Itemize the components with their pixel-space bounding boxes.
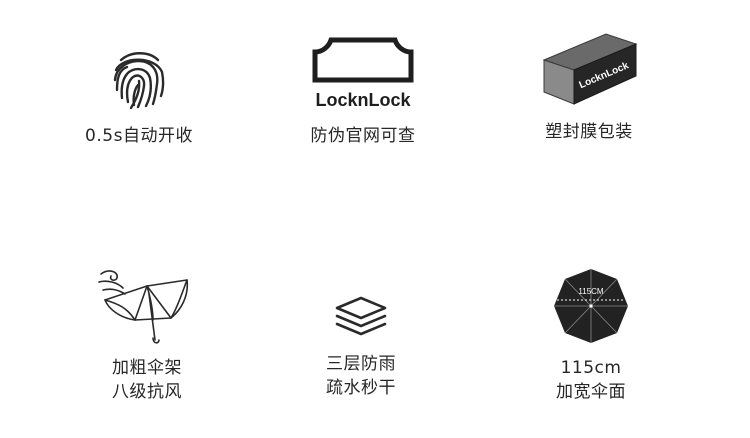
- feature-label: 115cm 加宽伞面: [556, 358, 626, 402]
- svg-text:115CM: 115CM: [578, 287, 604, 296]
- feature-packaging: LocknLock 塑封膜包装: [464, 30, 714, 144]
- fingerprint-icon: [113, 52, 165, 110]
- umbrella-wind-icon: [98, 270, 189, 344]
- feature-label: 塑封膜包装: [545, 122, 633, 142]
- umbrella-top-icon: 115CM: [554, 269, 628, 343]
- layers-icon: [335, 296, 387, 336]
- locknlock-logo: LocknLock: [312, 37, 414, 110]
- feature-waterproof-layers: 三层防雨 疏水秒干: [236, 294, 486, 400]
- feature-label: 防伪官网可查: [310, 126, 416, 146]
- feature-wind-resistance: 加粗伞架 八级抗风: [22, 266, 272, 404]
- feature-auto-open: 0.5s自动开收: [14, 48, 264, 148]
- svg-text:LocknLock: LocknLock: [315, 90, 411, 110]
- feature-label: 加粗伞架 八级抗风: [112, 358, 182, 402]
- feature-canopy-size: 115CM 115cm 加宽伞面: [466, 266, 716, 404]
- feature-authenticity: LocknLock 防伪官网可查: [238, 32, 488, 148]
- feature-label: 三层防雨 疏水秒干: [326, 354, 396, 398]
- box-icon: LocknLock: [542, 33, 638, 105]
- feature-label: 0.5s自动开收: [85, 126, 193, 146]
